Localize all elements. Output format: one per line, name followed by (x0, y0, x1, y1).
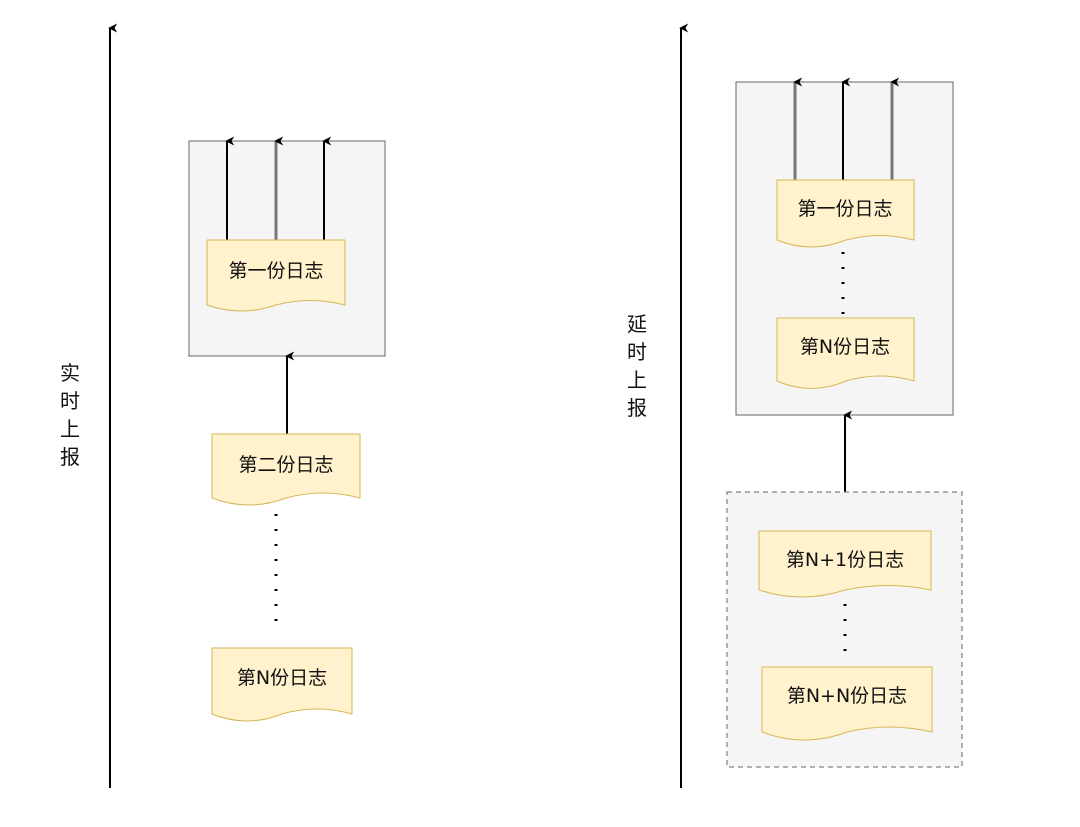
left-axis-label: 实 时 上 报 (60, 361, 80, 469)
left-doc-first-label: 第一份日志 (228, 260, 323, 282)
right-doc-n-plus-n-label: 第N+N份日志 (787, 685, 907, 707)
right-doc-first: 第一份日志 (776, 179, 915, 248)
left-axis-label-char-4: 报 (60, 445, 80, 469)
left-doc-second: 第二份日志 (211, 433, 361, 506)
left-axis-label-char-2: 时 (60, 389, 80, 413)
right-axis-label: 延 时 上 报 (627, 312, 647, 420)
left-panel: 实 时 上 报 第一份日志 第二份日志 第N份日志 (60, 23, 386, 788)
right-doc-first-label: 第一份日志 (797, 198, 892, 220)
right-axis-label-char-3: 上 (627, 368, 647, 392)
left-doc-second-label: 第二份日志 (238, 454, 333, 476)
right-doc-n-plus-n: 第N+N份日志 (761, 666, 933, 741)
right-axis-label-char-1: 延 (627, 312, 647, 336)
right-axis-label-char-4: 报 (627, 396, 647, 420)
left-axis-label-char-3: 上 (60, 417, 80, 441)
left-doc-nth: 第N份日志 (211, 647, 353, 722)
right-axis-label-char-2: 时 (627, 340, 647, 364)
right-doc-n-plus-1: 第N+1份日志 (758, 530, 932, 598)
right-panel: 延 时 上 报 第一份日志 第N份日志 第N+1份日志 (627, 23, 963, 788)
right-doc-nth-label: 第N份日志 (800, 336, 890, 358)
right-doc-nth: 第N份日志 (776, 317, 915, 389)
left-doc-nth-label: 第N份日志 (237, 667, 327, 689)
left-axis-label-char-1: 实 (60, 361, 80, 385)
right-doc-n-plus-1-label: 第N+1份日志 (786, 549, 904, 571)
left-doc-first: 第一份日志 (206, 239, 346, 312)
